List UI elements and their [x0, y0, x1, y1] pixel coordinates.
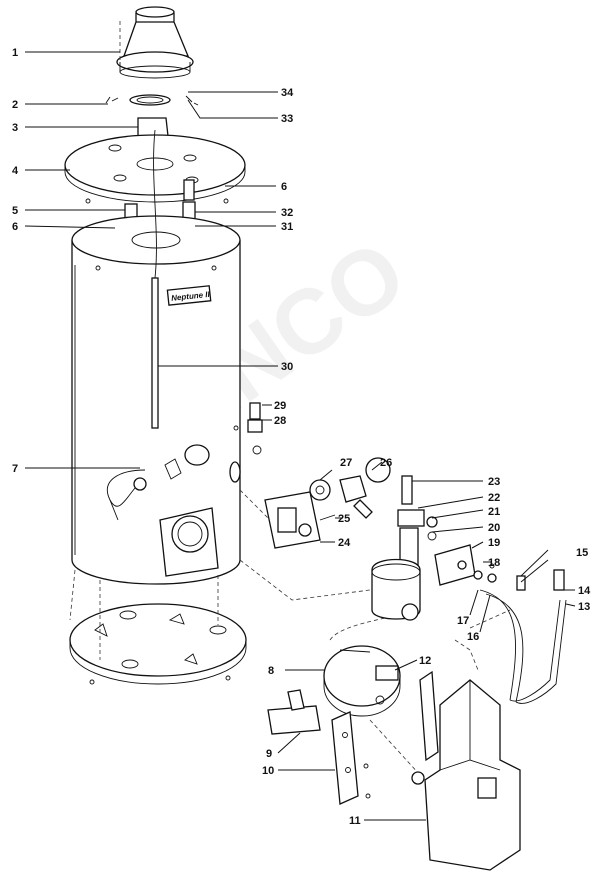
callout-19: 19	[488, 537, 500, 549]
flue-gasket	[105, 94, 199, 106]
callout-17: 17	[457, 615, 469, 627]
callout-30: 30	[281, 361, 293, 373]
brand-label: Neptune II	[171, 290, 211, 303]
callout-21: 21	[488, 506, 500, 518]
callout-15: 15	[576, 547, 588, 559]
callout-9: 9	[266, 748, 272, 760]
combustion-access	[159, 444, 241, 577]
callout-6-left: 6	[12, 221, 18, 233]
pilot-assembly	[397, 475, 497, 586]
bottom-pan	[69, 603, 247, 685]
outer-door	[411, 670, 521, 871]
callout-27: 27	[340, 457, 352, 469]
callout-14: 14	[578, 585, 591, 597]
callout-6-right: 6	[281, 181, 287, 193]
main-burner	[371, 527, 421, 621]
callout-3: 3	[12, 122, 18, 134]
callout-2: 2	[12, 99, 18, 111]
callout-4: 4	[12, 165, 19, 177]
screws	[85, 198, 495, 799]
callout-12: 12	[419, 655, 431, 667]
callout-16: 16	[467, 631, 479, 643]
callout-20: 20	[488, 522, 500, 534]
callout-26: 26	[380, 457, 392, 469]
callout-31: 31	[281, 221, 293, 233]
callout-13: 13	[578, 601, 590, 613]
callout-24: 24	[338, 537, 351, 549]
flue-hood	[116, 6, 194, 79]
callout-29: 29	[274, 400, 286, 412]
assembly-lines	[69, 20, 511, 776]
thermocouple-wire	[107, 469, 147, 521]
brand-plate: Neptune II	[166, 285, 212, 306]
callout-28: 28	[274, 415, 286, 427]
anode-rod	[151, 129, 159, 429]
drain-valve	[309, 457, 391, 519]
callout-34: 34	[281, 87, 294, 99]
callout-8: 8	[268, 665, 274, 677]
inner-door	[323, 645, 401, 717]
callout-7: 7	[12, 463, 18, 475]
callout-1: 1	[12, 47, 18, 59]
callout-22: 22	[488, 492, 500, 504]
mounting-bracket	[267, 689, 359, 805]
callouts: 1 2 3 4 5 6 7 34 33 6 32 31 30 29 28 27 …	[12, 47, 591, 827]
callout-11: 11	[349, 815, 361, 827]
callout-23: 23	[488, 476, 500, 488]
leader-lines	[24, 51, 576, 821]
callout-25: 25	[338, 513, 350, 525]
callout-10: 10	[262, 765, 274, 777]
pilot-tubing	[479, 549, 567, 704]
callout-32: 32	[281, 207, 293, 219]
top-cover	[64, 134, 246, 203]
callout-33: 33	[281, 113, 293, 125]
callout-5: 5	[12, 205, 18, 217]
gas-valve	[247, 402, 336, 549]
callout-18: 18	[488, 557, 500, 569]
